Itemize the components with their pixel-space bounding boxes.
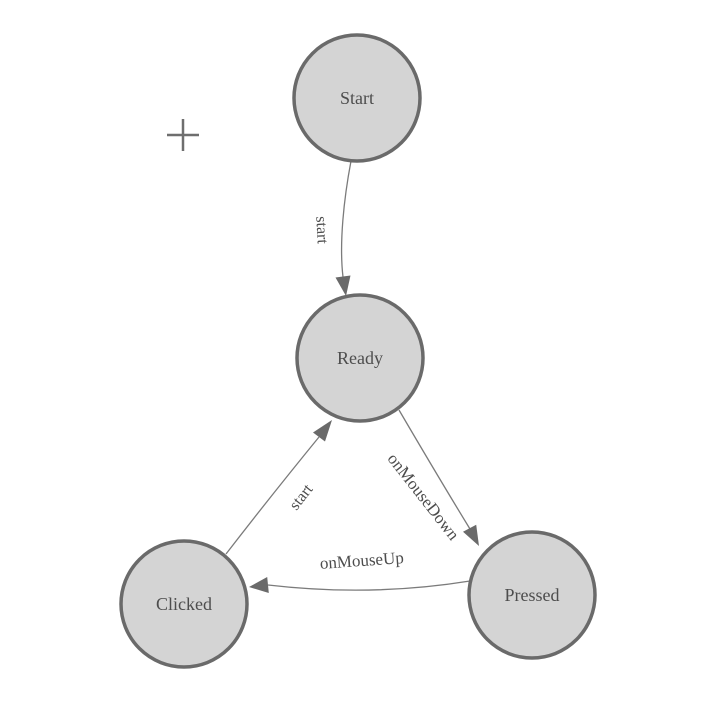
edge-ready-to-pressed-line[interactable] [398, 409, 471, 530]
edge-clicked-to-ready-label: start [286, 481, 317, 514]
edge-start-to-ready-line[interactable] [340, 160, 352, 278]
edge-pressed-to-clicked-label: onMouseUp [319, 548, 404, 573]
edge-start-to-ready: start [312, 160, 352, 296]
node-clicked-circle[interactable] [119, 539, 249, 669]
node-start-label: Start [340, 88, 374, 108]
edge-start-to-ready-label: start [312, 216, 330, 245]
edge-pressed-to-clicked: onMouseUp [249, 548, 471, 593]
node-clicked-label: Clicked [156, 594, 212, 614]
crosshair-cursor-icon [167, 119, 199, 151]
node-start[interactable]: Start [292, 33, 422, 163]
node-ready-circle[interactable] [295, 293, 425, 423]
edge-pressed-to-clicked-arrowhead-icon [249, 577, 269, 593]
node-start-circle[interactable] [292, 33, 422, 163]
node-pressed-label: Pressed [505, 585, 560, 605]
node-pressed[interactable]: Pressed [467, 530, 597, 660]
edge-clicked-to-ready-line[interactable] [225, 436, 320, 555]
edge-ready-to-pressed: onMouseDown [384, 409, 479, 546]
node-ready[interactable]: Ready [295, 293, 425, 423]
node-pressed-circle[interactable] [467, 530, 597, 660]
edge-clicked-to-ready: start [225, 420, 332, 555]
edge-ready-to-pressed-label: onMouseDown [384, 450, 464, 545]
edge-clicked-to-ready-arrowhead-icon [313, 420, 332, 442]
node-clicked[interactable]: Clicked [119, 539, 249, 669]
edge-pressed-to-clicked-line[interactable] [267, 580, 471, 591]
edge-start-to-ready-arrowhead-icon [335, 275, 351, 296]
node-ready-label: Ready [337, 348, 383, 368]
edge-ready-to-pressed-arrowhead-icon [463, 524, 479, 546]
